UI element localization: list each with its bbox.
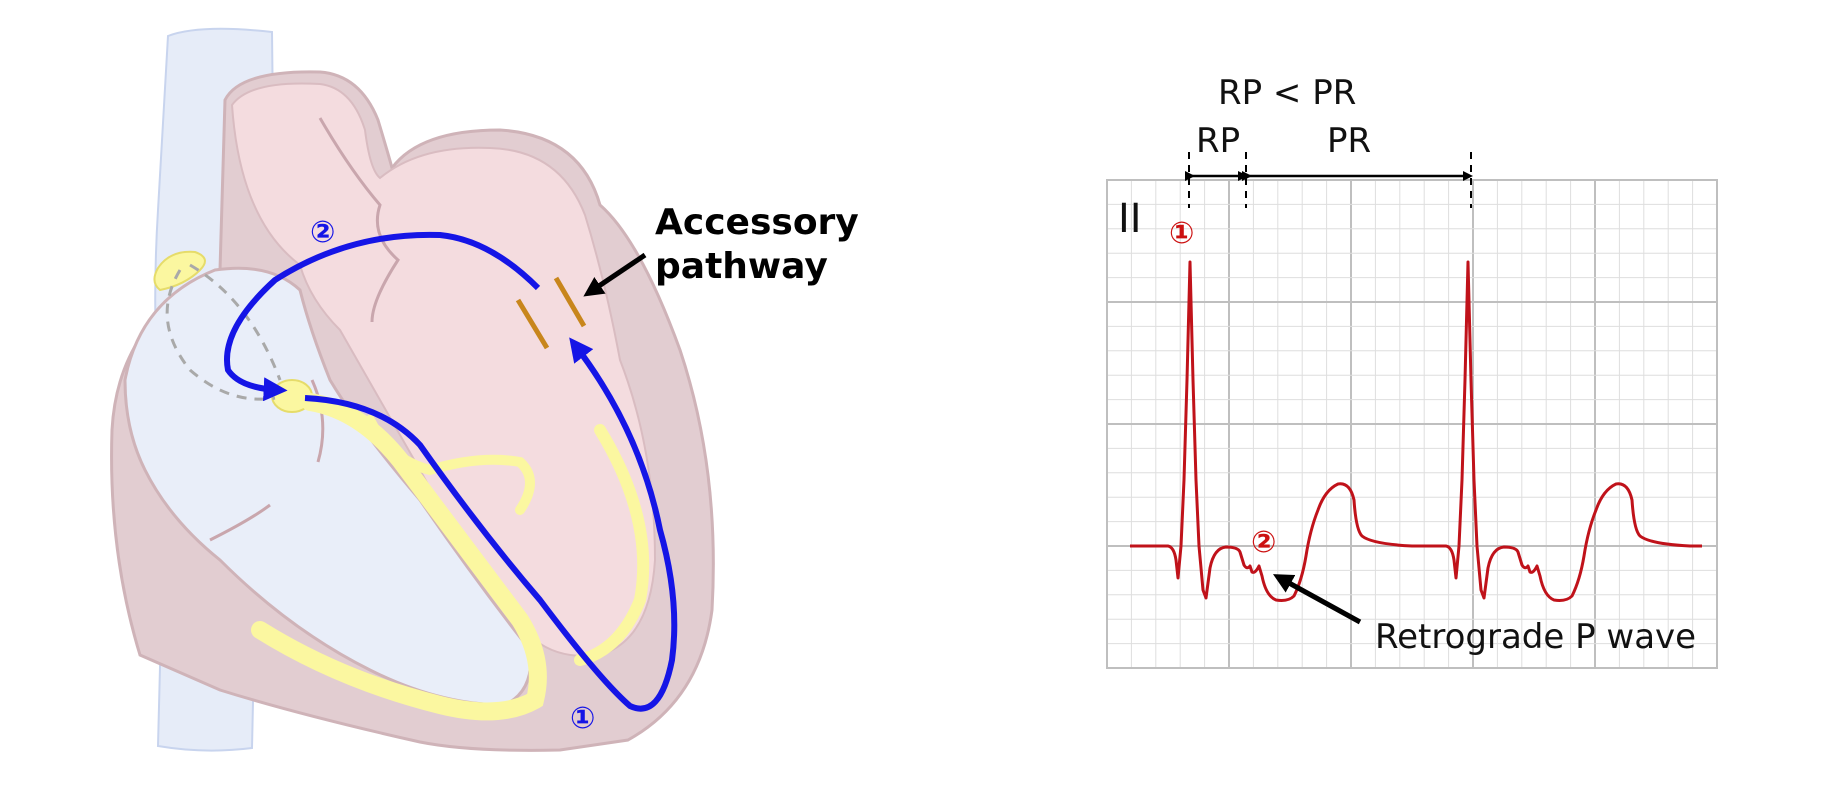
heart-marker-2: ② <box>310 215 335 250</box>
accessory-pathway-bar-1 <box>515 298 550 350</box>
accessory-pathway-bar-2 <box>553 276 587 328</box>
circuit-path-av-node-to-apex <box>304 337 678 712</box>
accessory-pathway-label-line2: pathway <box>655 246 828 287</box>
heart-marker-1: ① <box>570 701 595 736</box>
valve-fold <box>310 379 325 463</box>
heart-illustration: ② ① Accessory pathway <box>110 27 871 752</box>
retrograde-p-wave-label: Retrograde P wave <box>1375 617 1696 657</box>
lead-label: II <box>1118 196 1142 242</box>
left-heart-chamber <box>230 82 657 657</box>
retro-pointer-arrow <box>1272 574 1362 625</box>
circuit-path-atrial-retro <box>224 231 541 402</box>
purkinje-fibers <box>574 424 650 666</box>
tricuspid-fold <box>209 503 271 542</box>
ecg-panel: II RP < PR RP PR ① ② Retrograde P wave <box>1106 73 1718 669</box>
left-bundle-branch <box>365 415 535 515</box>
accessory-pointer-arrow <box>583 252 647 297</box>
accessory-pathway-label-line1: Accessory <box>655 202 859 243</box>
ecg-grid <box>1107 180 1717 668</box>
ecg-trace <box>1130 260 1702 602</box>
internodal-pathway-2 <box>189 263 282 381</box>
ecg-marker-2: ② <box>1251 525 1276 560</box>
ecg-marker-1: ① <box>1169 216 1194 251</box>
relation-label: RP < PR <box>1218 73 1356 113</box>
pr-label: PR <box>1327 121 1371 161</box>
septum-fold <box>318 117 400 323</box>
accessory-pathway-label: Accessory pathway <box>655 202 871 287</box>
rp-label: RP <box>1196 121 1240 161</box>
